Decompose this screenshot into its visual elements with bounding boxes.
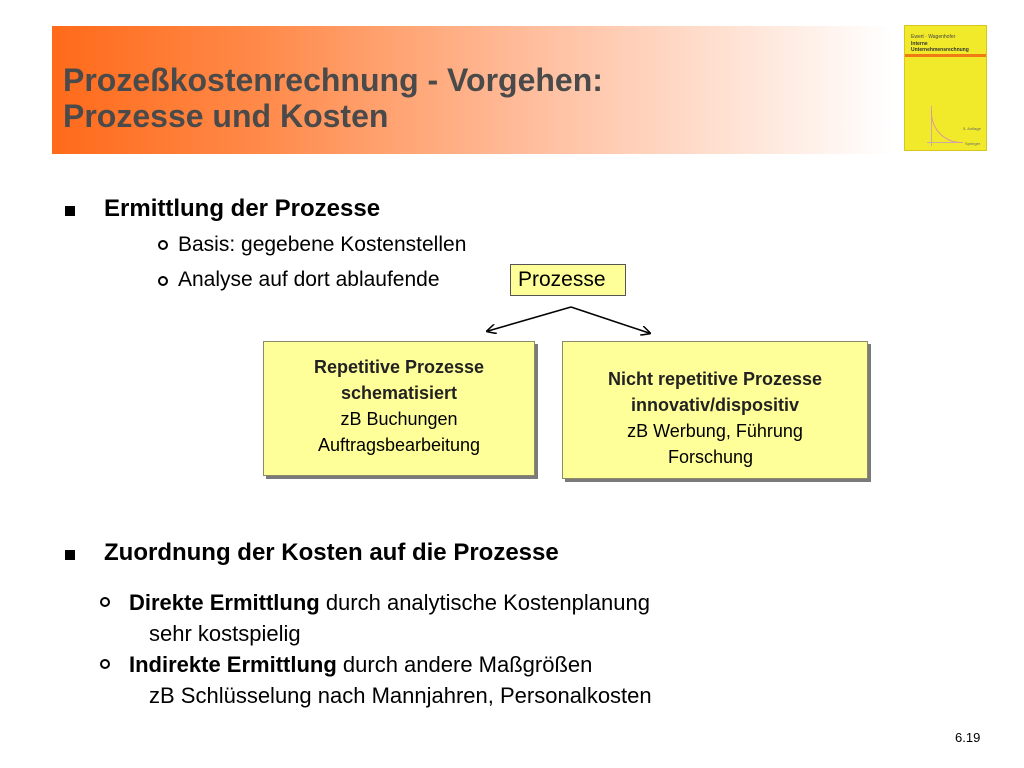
- non-repetitive-process-box: Nicht repetitive Prozesse innovativ/disp…: [562, 341, 868, 479]
- prozesse-highlight-box: [510, 264, 626, 296]
- section2-heading: Zuordnung der Kosten auf die Prozesse: [104, 539, 559, 566]
- box2-example-2: Forschung: [668, 447, 754, 467]
- arrow-right: [570, 306, 649, 333]
- section1-heading: Ermittlung der Prozesse: [104, 195, 381, 222]
- section2-item-indirect-bold: Indirekte Ermittlung: [129, 652, 337, 677]
- book-authors: Ewert · Wagenhofer: [911, 34, 956, 40]
- square-bullet-icon: [65, 206, 75, 216]
- section2-item-direct-rest: durch analytische Kostenplanung: [319, 590, 650, 615]
- book-stripe: [905, 54, 986, 57]
- book-title-line2: Unternehmensrechnung: [911, 47, 969, 53]
- square-bullet-icon: [65, 550, 75, 560]
- circle-bullet-icon: [158, 276, 168, 286]
- section2-item-indirect-detail: zB Schlüsselung nach Mannjahren, Persona…: [149, 683, 652, 708]
- section2-item-direct-bold: Direkte Ermittlung: [129, 590, 320, 615]
- book-graph-axis-vertical: [931, 106, 932, 146]
- book-graph-axis-horizontal: [927, 142, 963, 143]
- box2-title: Nicht repetitive Prozesse: [607, 369, 823, 389]
- box1-example-2: Auftragsbearbeitung: [317, 435, 481, 455]
- box2-example-1: zB Werbung, Führung: [627, 421, 803, 441]
- circle-bullet-icon: [100, 597, 110, 607]
- book-edition: 5. Auflage: [963, 126, 981, 131]
- slide-title-line1: Prozeßkostenrechnung - Vorgehen:: [63, 62, 603, 98]
- page-number: 6.19: [955, 730, 981, 745]
- title-banner: [52, 26, 892, 154]
- circle-bullet-icon: [100, 659, 110, 669]
- arrow-left: [488, 306, 572, 331]
- box1-subtitle: schematisiert: [340, 383, 458, 403]
- circle-bullet-icon: [158, 240, 168, 250]
- prozesse-highlight-label: Prozesse: [518, 268, 606, 291]
- book-publisher: Springer: [965, 141, 981, 146]
- repetitive-process-box: Repetitive Prozesse schematisiert zB Buc…: [263, 341, 535, 476]
- section1-item-basis: Basis: gegebene Kostenstellen: [178, 233, 467, 256]
- book-cover-image: Ewert · Wagenhofer Interne Unternehmensr…: [904, 25, 987, 151]
- slide-title: Prozeßkostenrechnung - Vorgehen: Prozess…: [63, 62, 603, 134]
- box1-title: Repetitive Prozesse: [313, 357, 485, 377]
- slide-title-line2: Prozesse und Kosten: [63, 98, 389, 134]
- section2-item-direct-detail: sehr kostspielig: [149, 621, 301, 646]
- box2-subtitle: innovativ/dispositiv: [630, 395, 800, 415]
- section2-item-indirect: Indirekte Ermittlung durch andere Maßgrö…: [129, 652, 592, 678]
- section1-item-analyse: Analyse auf dort ablaufende: [178, 268, 440, 291]
- book-title-line1: Interne: [911, 41, 928, 47]
- section2-item-direct: Direkte Ermittlung durch analytische Kos…: [129, 590, 650, 616]
- section2-item-indirect-rest: durch andere Maßgrößen: [336, 652, 593, 677]
- box1-example-1: zB Buchungen: [340, 409, 458, 429]
